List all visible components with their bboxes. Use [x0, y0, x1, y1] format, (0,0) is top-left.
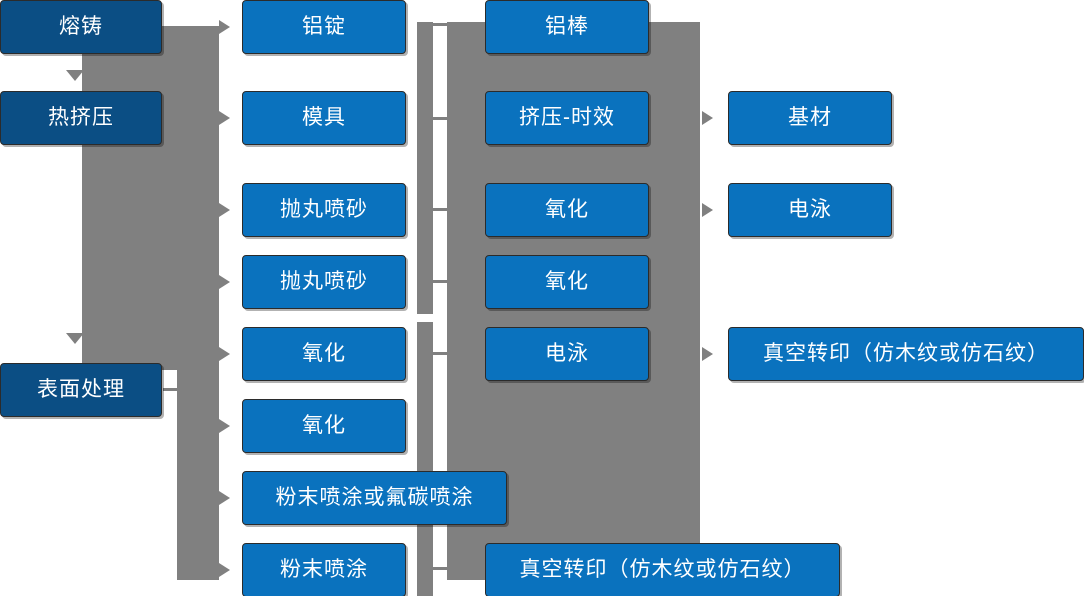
input-label-shot-blasting-2: 抛丸喷砂: [280, 270, 368, 294]
arrow-down-to-hot-extrusion: [66, 70, 84, 81]
connector-left-wide: [82, 26, 177, 370]
process-box-oxidation-1[interactable]: 氧化: [485, 183, 649, 237]
connector-middle-spine-upper: [417, 22, 433, 314]
input-label-oxidation-2: 氧化: [302, 414, 346, 438]
process-label-aluminum-bar: 铝棒: [545, 15, 589, 39]
input-box-aluminum-ingot[interactable]: 铝锭: [242, 0, 406, 54]
arrow-to-output-1: [702, 111, 713, 125]
arrow-to-output-2: [702, 203, 713, 217]
stage-box-surface-treatment[interactable]: 表面处理: [0, 363, 162, 417]
process-label-oxidation-1: 氧化: [545, 198, 589, 222]
input-box-shot-blasting-1[interactable]: 抛丸喷砂: [242, 183, 406, 237]
input-label-oxidation-1: 氧化: [302, 342, 346, 366]
arrow-to-input-8: [219, 563, 230, 577]
process-box-electrophoresis[interactable]: 电泳: [485, 327, 649, 381]
connector-rung-2: [433, 117, 453, 120]
input-box-shot-blasting-2[interactable]: 抛丸喷砂: [242, 255, 406, 309]
process-label-electrophoresis: 电泳: [545, 342, 589, 366]
process-box-aluminum-bar[interactable]: 铝棒: [485, 0, 649, 54]
stage-label-hot-extrusion: 热挤压: [48, 106, 114, 130]
input-label-shot-blasting-1: 抛丸喷砂: [280, 198, 368, 222]
input-box-oxidation-2[interactable]: 氧化: [242, 399, 406, 453]
arrow-to-input-1: [219, 20, 230, 34]
input-box-oxidation-1[interactable]: 氧化: [242, 327, 406, 381]
arrow-to-input-2: [219, 111, 230, 125]
input-box-powder-coating[interactable]: 粉末喷涂: [242, 543, 406, 596]
arrow-to-input-3: [219, 203, 230, 217]
input-label-powder-coating: 粉末喷涂: [280, 558, 368, 582]
connector-rung-3: [433, 208, 453, 211]
process-label-vacuum-transfer-printing: 真空转印（仿木纹或仿石纹）: [519, 558, 806, 582]
input-box-powder-or-fluorocarbon-coating[interactable]: 粉末喷涂或氟碳喷涂: [242, 471, 507, 525]
arrow-to-input-4: [219, 275, 230, 289]
stage-box-hot-extrusion[interactable]: 热挤压: [0, 91, 162, 145]
connector-middle-spine-lower: [417, 322, 433, 596]
connector-rung-4: [433, 280, 453, 283]
connector-rung-5: [433, 352, 453, 355]
connector-rung-6: [433, 567, 453, 570]
stage-box-melting-casting[interactable]: 熔铸: [0, 0, 162, 54]
connector-rung-1: [433, 23, 453, 26]
arrow-to-input-6: [219, 419, 230, 433]
process-box-vacuum-transfer-printing[interactable]: 真空转印（仿木纹或仿石纹）: [485, 543, 840, 596]
arrow-to-input-7: [219, 491, 230, 505]
arrow-to-output-3: [702, 347, 713, 361]
process-label-extrusion-aging: 挤压-时效: [519, 106, 615, 130]
process-box-oxidation-2[interactable]: 氧化: [485, 255, 649, 309]
input-label-aluminum-ingot: 铝锭: [302, 15, 346, 39]
output-label-electrophoresis: 电泳: [788, 198, 832, 222]
arrow-to-input-5: [219, 347, 230, 361]
output-box-vacuum-transfer-printing[interactable]: 真空转印（仿木纹或仿石纹）: [728, 327, 1084, 381]
output-label-vacuum-transfer-printing: 真空转印（仿木纹或仿石纹）: [763, 342, 1049, 366]
output-label-substrate: 基材: [788, 106, 832, 130]
output-box-substrate[interactable]: 基材: [728, 91, 892, 145]
output-box-electrophoresis[interactable]: 电泳: [728, 183, 892, 237]
arrow-down-to-surface-treatment: [66, 333, 84, 344]
connector-left-narrow: [177, 26, 219, 580]
input-box-mold[interactable]: 模具: [242, 91, 406, 145]
stage-label-surface-treatment: 表面处理: [37, 378, 125, 402]
input-label-mold: 模具: [302, 106, 346, 130]
stage-label-melting-casting: 熔铸: [59, 15, 103, 39]
process-box-extrusion-aging[interactable]: 挤压-时效: [485, 91, 649, 145]
process-label-oxidation-2: 氧化: [545, 270, 589, 294]
connector-stub-surface-treatment: [163, 388, 183, 391]
input-label-powder-or-fluorocarbon-coating: 粉末喷涂或氟碳喷涂: [275, 486, 474, 510]
